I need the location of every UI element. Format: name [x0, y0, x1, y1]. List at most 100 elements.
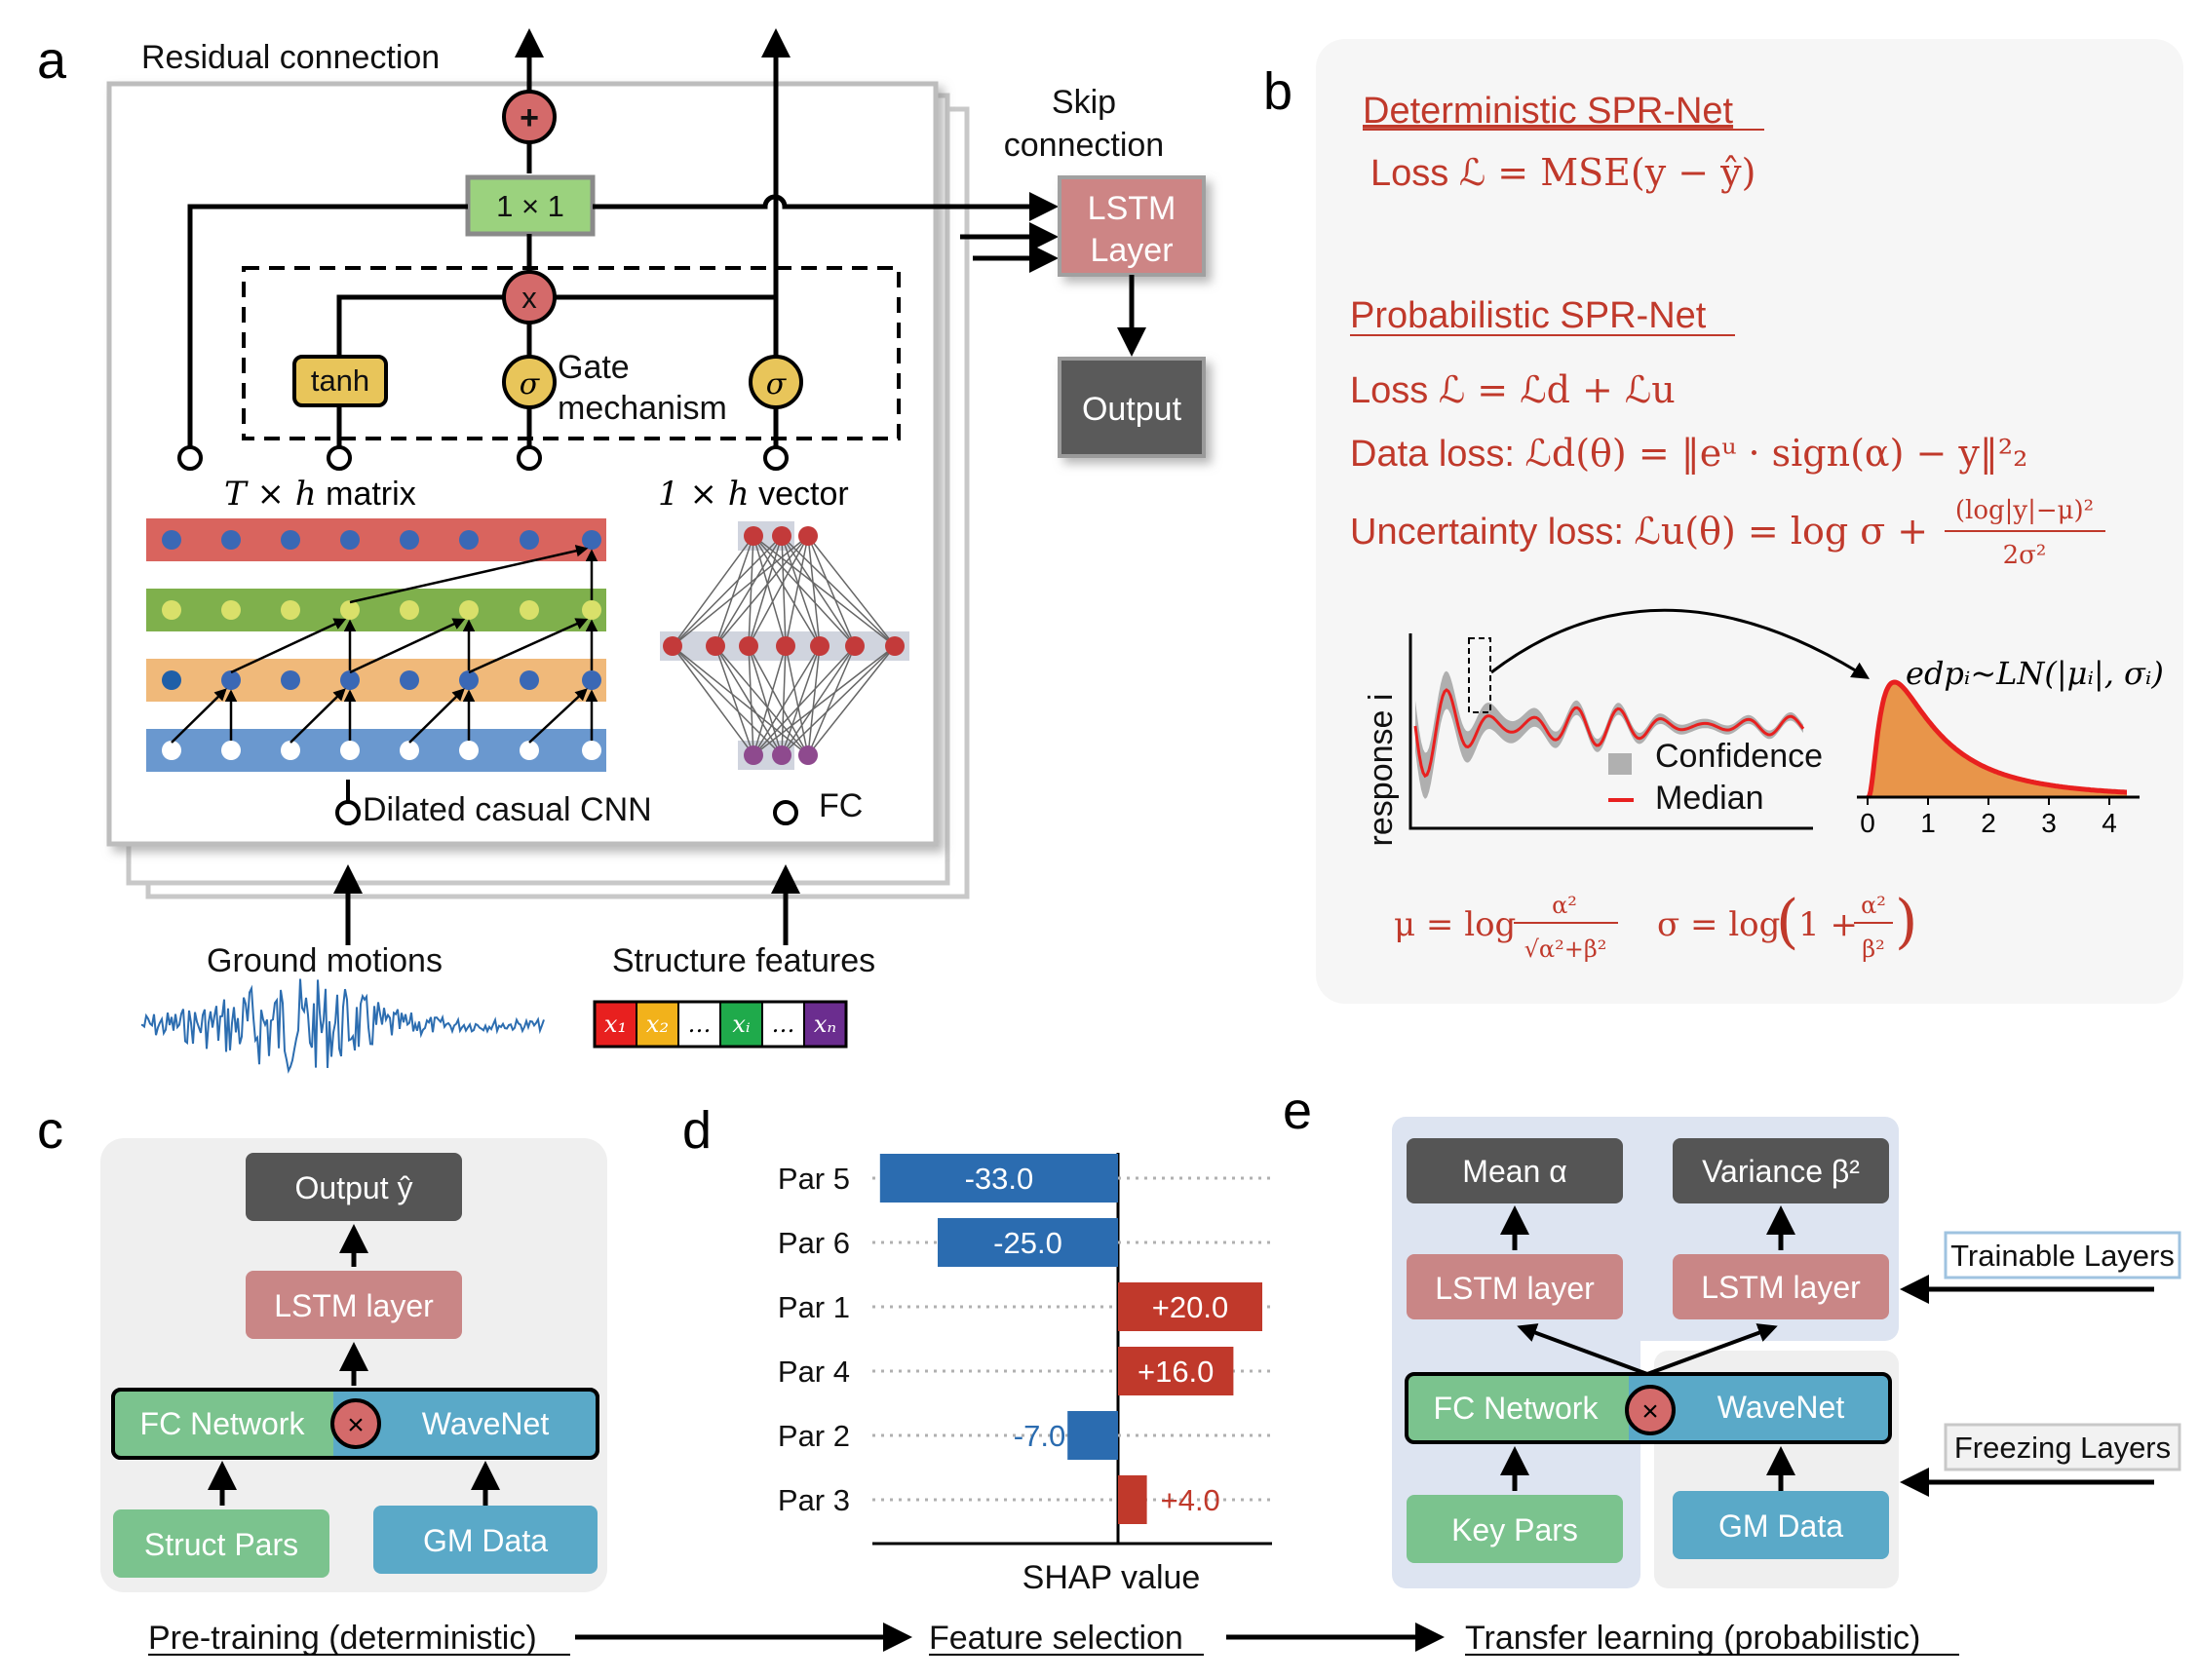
matrix-node — [520, 670, 539, 690]
matrix-node — [162, 741, 181, 760]
matrix-node — [582, 741, 601, 760]
e-key-pars-label: Key Pars — [1451, 1512, 1578, 1547]
probabilistic-loss: Loss ℒ = ℒd + ℒu — [1350, 368, 1676, 411]
shap-bar — [1118, 1282, 1262, 1331]
matrix-node — [582, 600, 601, 620]
legend-confidence-swatch — [1608, 753, 1632, 775]
fc-edge — [752, 645, 787, 756]
shap-category-label: Par 5 — [778, 1162, 850, 1196]
fc-edge — [672, 645, 783, 756]
e-core-to-left-lstm — [1517, 1323, 1648, 1376]
dist-tick-label: 1 — [1920, 808, 1936, 838]
fc-node-output — [798, 526, 818, 546]
deterministic-loss: Loss ℒ = MSE(y − ŷ) — [1370, 151, 1755, 194]
shap-category-label: Par 6 — [778, 1226, 850, 1260]
lstm-label-line1: LSTM — [1088, 190, 1177, 227]
matrix-node — [340, 741, 360, 760]
dilation-arrow — [349, 618, 466, 674]
fc-edge — [714, 535, 783, 647]
fc-node-hidden — [739, 636, 758, 656]
fc-edge — [752, 535, 787, 647]
response-axes — [1408, 633, 1813, 830]
matrix-node — [281, 530, 300, 550]
tanh-to-mult-line — [336, 294, 504, 361]
c-struct-pars-box — [113, 1509, 329, 1578]
feature-cell-label: xᵢ — [732, 1011, 751, 1038]
sigma-paren-right: ) — [1895, 888, 1917, 956]
lognormal-label: edpᵢ~LN(|μᵢ|, σᵢ) — [1906, 655, 2164, 692]
fc-edge — [752, 645, 821, 756]
sigma-frac-numerator: α² — [1861, 892, 1886, 919]
panel-letter-c: c — [37, 1101, 63, 1160]
matrix-node — [221, 670, 241, 690]
lognormal-curve — [1866, 679, 2127, 799]
gate-label-line1: Gate — [558, 349, 630, 386]
e-gm-data-label: GM Data — [1718, 1508, 1843, 1544]
tanh-input-port — [327, 445, 352, 471]
matrix-node — [459, 530, 479, 550]
e-fc-network-label: FC Network — [1434, 1391, 1600, 1426]
skip-connection-arrow-1 — [593, 192, 1059, 221]
matrix-node — [162, 600, 181, 620]
e-key-pars-box — [1407, 1495, 1623, 1563]
gate-mechanism-box — [242, 266, 901, 440]
dist-tick-label: 2 — [1981, 808, 1996, 838]
shap-category-label: Par 4 — [778, 1355, 850, 1389]
fc-edge — [781, 645, 787, 756]
feature-cell — [594, 1001, 637, 1048]
flow-pretraining: Pre-training (deterministic) — [148, 1620, 537, 1657]
residual-connection-label: Residual connection — [141, 39, 440, 76]
matrix-node — [459, 670, 479, 690]
matrix-node — [400, 600, 419, 620]
fc-edge — [807, 645, 821, 756]
e-multiply-node — [1625, 1385, 1676, 1435]
c-fc-network-box — [113, 1392, 333, 1456]
dilation-arrow — [230, 618, 347, 674]
ground-motions-label: Ground motions — [207, 942, 443, 979]
dilation-arrow — [289, 688, 346, 744]
fc-edge — [752, 645, 856, 756]
matrix-node — [582, 670, 601, 690]
flow-transfer: Transfer learning (probabilistic) — [1465, 1620, 1920, 1657]
add-symbol: + — [520, 99, 539, 136]
fc-edge — [785, 535, 809, 647]
matrix-node — [281, 741, 300, 760]
residual-path-line — [187, 204, 468, 448]
fc-node-hidden — [885, 636, 905, 656]
e-gm-data-box — [1673, 1491, 1889, 1559]
dilation-arrow — [528, 688, 588, 744]
matrix-node — [459, 741, 479, 760]
sigma-symbol-gate: σ — [520, 367, 541, 401]
fc-edge — [714, 645, 754, 756]
e-mean-box — [1407, 1138, 1623, 1203]
fc-node-hidden — [810, 636, 829, 656]
fc-input-port — [773, 800, 798, 825]
fc-edge — [748, 645, 809, 756]
fc-node-hidden — [776, 636, 795, 656]
output-box — [1058, 357, 1206, 458]
e-fc-network-box — [1407, 1374, 1629, 1442]
matrix-node — [340, 670, 360, 690]
matrix-node — [582, 530, 601, 550]
fc-edge — [807, 535, 896, 647]
skip-label-line2: connection — [1004, 127, 1164, 164]
e-mean-label: Mean α — [1462, 1154, 1566, 1189]
fc-edge — [807, 645, 896, 756]
freezing-tag-label: Freezing Layers — [1954, 1431, 2171, 1465]
fc-edge — [752, 535, 896, 647]
fc-node-input — [772, 745, 791, 765]
fc-edge — [714, 535, 754, 647]
dilation-arrow — [349, 545, 589, 604]
zoom-box — [1468, 637, 1491, 713]
fc-edge — [748, 535, 809, 647]
e-right-lstm-box — [1673, 1254, 1889, 1319]
response-ylabel: response i — [1363, 694, 1400, 847]
fc-node-input — [744, 745, 763, 765]
feature-cell-label: … — [772, 1011, 795, 1038]
dilated-cnn-label: Dilated casual CNN — [363, 791, 652, 828]
e-right-lstm-label: LSTM layer — [1701, 1270, 1861, 1305]
vector-input-port — [763, 445, 789, 471]
fc-edge — [781, 645, 896, 756]
matrix-label: T × h matrix — [224, 475, 416, 514]
